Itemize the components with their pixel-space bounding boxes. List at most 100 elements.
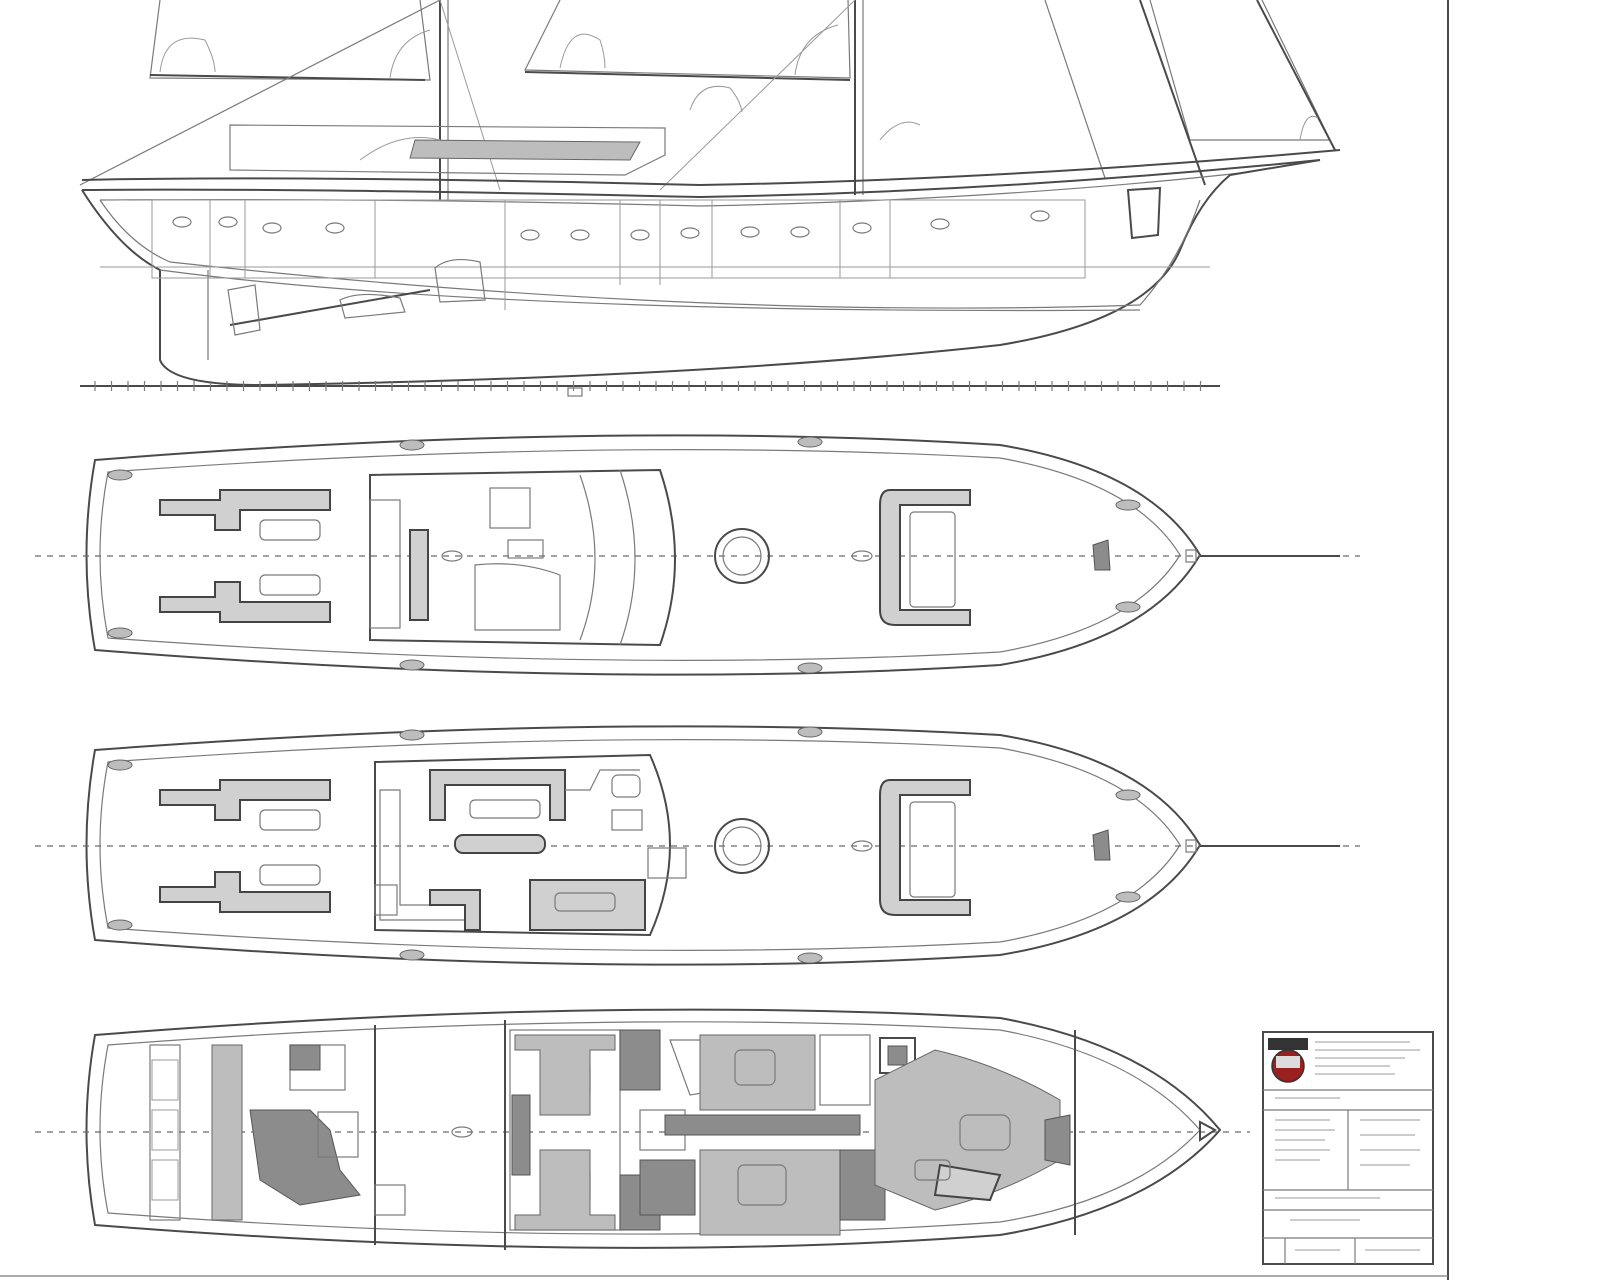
- backstay: [79, 0, 441, 186]
- cleat: [107, 627, 133, 639]
- sheer-line: [81, 149, 1341, 187]
- cleat: [797, 662, 823, 674]
- upper-deck-plan: [35, 434, 1360, 676]
- sofa: [159, 489, 331, 531]
- logo-ship: [1276, 1056, 1300, 1068]
- porthole: [520, 229, 540, 241]
- porthole: [570, 229, 590, 241]
- helm-station: [489, 487, 531, 529]
- table: [259, 809, 321, 831]
- sofa: [159, 581, 331, 623]
- deckhouse-curve: [359, 137, 441, 161]
- fore-boom: [524, 71, 851, 81]
- fore-sail: [524, 0, 851, 79]
- table: [259, 864, 321, 886]
- skylight-hatch: [714, 528, 770, 584]
- deck-fitting: [451, 1126, 473, 1138]
- companionway-stairs: [647, 847, 687, 879]
- master-head: [639, 1159, 696, 1216]
- inner-stay: [1044, 0, 1106, 179]
- deckhouse-window: [409, 139, 641, 161]
- deckhouse-curve-2: [879, 121, 921, 141]
- porthole: [790, 226, 810, 238]
- title-block-text-lines: [1275, 1041, 1420, 1251]
- cleat: [1115, 499, 1141, 511]
- deck-outline: [85, 725, 1202, 966]
- propeller-shaft: [229, 289, 431, 326]
- cleat: [797, 436, 823, 448]
- cleat: [107, 469, 133, 481]
- cabin-furniture: [514, 1034, 616, 1116]
- cabin-furniture: [514, 1149, 616, 1231]
- porthole: [680, 227, 700, 239]
- master-cabin: [699, 1149, 841, 1236]
- deckhouse: [229, 124, 666, 176]
- jib-sail: [1149, 0, 1331, 141]
- sofa: [159, 779, 331, 821]
- wardrobe: [511, 1094, 531, 1176]
- corridor: [664, 1114, 861, 1136]
- table: [259, 574, 321, 596]
- anchor-winch: [1092, 829, 1111, 861]
- lazarette: [149, 1044, 181, 1221]
- cleat: [399, 949, 425, 961]
- profile-view: [79, 0, 1341, 397]
- portholes: [172, 210, 1050, 241]
- porthole: [218, 216, 238, 228]
- saloon-curve-2: [579, 474, 596, 641]
- porthole: [262, 222, 282, 234]
- dining-table: [469, 799, 541, 819]
- engine-room: [249, 1109, 361, 1206]
- title-block: [1262, 1031, 1434, 1265]
- crew-cabin-fittings: [211, 1044, 243, 1221]
- aft-boom: [149, 74, 426, 81]
- deck-line: [81, 159, 1321, 199]
- dining-sofa: [429, 769, 566, 821]
- foredeck-sunpad-frame: [879, 779, 971, 916]
- bow-fitting: [1185, 549, 1197, 563]
- hull-inner: [99, 1021, 1201, 1235]
- lazarette-bay: [151, 1059, 179, 1101]
- galley: [819, 1034, 871, 1106]
- sail-arc-2: [559, 33, 606, 69]
- shroud-b: [439, 0, 501, 191]
- lounge-table: [554, 892, 616, 912]
- sail-arc-6: [1299, 115, 1319, 141]
- porthole: [1030, 210, 1050, 222]
- station-ticks: [94, 381, 1202, 391]
- lazarette-bay: [151, 1109, 179, 1151]
- guest-head: [619, 1029, 661, 1091]
- console: [474, 563, 561, 631]
- cleat: [107, 759, 133, 771]
- deck-fitting: [851, 550, 873, 562]
- hull-outline: [81, 159, 1321, 387]
- saloon-table: [959, 1114, 1011, 1151]
- waterline: [99, 199, 1201, 309]
- skylight-hatch: [714, 818, 770, 874]
- guest-bed: [734, 1049, 776, 1086]
- cleat: [399, 439, 425, 451]
- sail-arc-1: [159, 37, 216, 73]
- accommodation-plan: [35, 1008, 1250, 1250]
- table: [259, 519, 321, 541]
- aft-stairs: [374, 884, 398, 916]
- skylight-inner: [722, 536, 762, 576]
- deck-saloon: [369, 468, 676, 647]
- cleat: [107, 919, 133, 931]
- sail-arc-5: [689, 85, 743, 113]
- engine: [339, 293, 406, 319]
- logo-top: [1268, 1038, 1308, 1050]
- cleat: [1115, 891, 1141, 903]
- cleat: [1115, 601, 1141, 613]
- saloon-sofa: [933, 1163, 1002, 1202]
- master-bed: [737, 1164, 787, 1206]
- skylight-inner: [722, 826, 762, 866]
- porthole: [930, 218, 950, 230]
- foredeck-sunpad-frame: [879, 489, 971, 626]
- aft-sail: [149, 0, 431, 81]
- saloon-curve-1: [619, 469, 636, 646]
- bow-emblem: [1126, 186, 1162, 240]
- cleat: [399, 659, 425, 671]
- corner-seat: [429, 889, 481, 931]
